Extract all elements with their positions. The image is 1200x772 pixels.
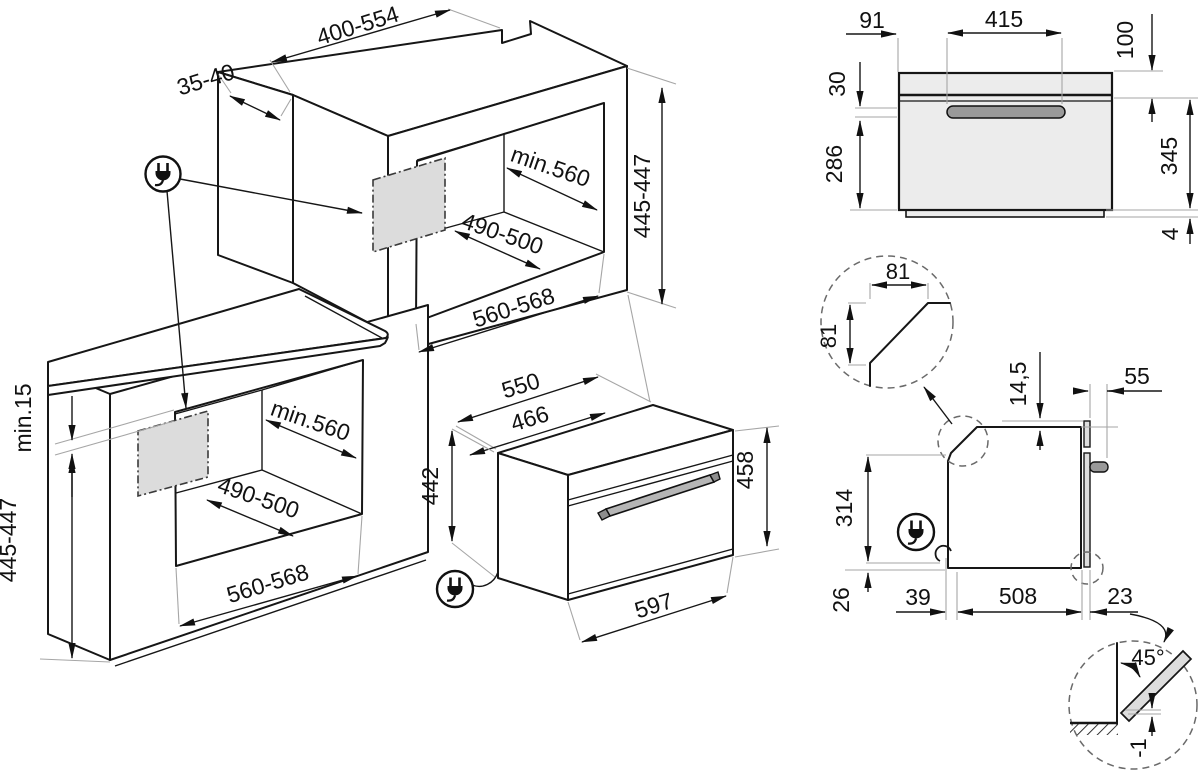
dim-label-upper-height: 445-447: [629, 154, 655, 238]
side-view-door-top: [1083, 420, 1091, 448]
chamfer-callout-circle: [937, 415, 989, 467]
side-view-cable-curl: [934, 544, 952, 562]
back-view-body: [897, 71, 1114, 212]
oven-isometric: [435, 294, 734, 609]
chamfer-detail-leader: [923, 386, 953, 425]
dim-label-oven-body-height: 442: [417, 467, 443, 505]
dim-label-door-drop: -1: [1126, 738, 1151, 758]
dim-label-side-front-gap: 39: [905, 584, 931, 610]
dim-label-lower-height: 445-447: [0, 498, 21, 582]
dim-label-door-gap: 14,5: [1005, 362, 1031, 407]
oven-side-face: [497, 452, 569, 601]
dim-label-back-vent-width: 415: [985, 6, 1023, 32]
power-plug-icon: [896, 512, 936, 552]
chamfer-detail-circle: [820, 255, 954, 389]
power-plug-icon: [144, 155, 182, 193]
side-view-door: [1083, 452, 1091, 568]
oven-back-view: 91 415 100 30 286 345 4: [821, 6, 1198, 244]
dim-label-back-top: 100: [1112, 21, 1138, 59]
dim-label-side-bottom-gap: 26: [828, 587, 854, 613]
dim-label-oven-width: 597: [632, 587, 676, 623]
floor-hatch: [1070, 724, 1118, 735]
dim-label-side-back-height: 314: [831, 489, 857, 528]
door-corner-callout-circle: [1070, 551, 1104, 585]
side-view-handle: [1089, 461, 1109, 473]
dim-label-side-door-depth: 23: [1107, 583, 1133, 609]
upper-electrical-panel: [372, 156, 446, 254]
dim-label-back-right-height: 345: [1156, 137, 1182, 175]
door-detail-leader: [1129, 613, 1174, 643]
countertop-break-line: [304, 295, 383, 339]
dim-label-back-vent-height: 30: [824, 71, 850, 97]
base-cabinet-niche-interior: [174, 359, 364, 515]
oven-dimensions: 550 466 442 458 597: [417, 367, 780, 643]
countertop-front-edge: [47, 335, 389, 396]
oven-side-view: 81 81 14,5 55 314 26 39 508: [816, 255, 1174, 643]
dim-label-back-base: 4: [1157, 227, 1183, 240]
oven-power-cord: [471, 571, 499, 588]
side-view-body: [947, 426, 1082, 569]
base-cabinet: [47, 288, 429, 667]
tall-cabinet: [217, 20, 628, 356]
tall-cabinet-niche-interior: [416, 102, 605, 253]
plug-leader-lower: [166, 190, 189, 409]
dim-label-door-open-angle: 45°: [1131, 645, 1164, 670]
dim-label-oven-front-height: 458: [732, 451, 758, 489]
dim-label-top-width: 400-554: [313, 1, 402, 51]
dim-label-chamfer-width: 81: [886, 259, 910, 284]
dim-label-oven-top-depth: 550: [499, 367, 543, 403]
power-plug-icon: [435, 569, 475, 609]
dim-label-back-lower: 286: [821, 145, 847, 183]
open-door-45deg: [1119, 649, 1193, 723]
tall-cabinet-back-panel: [217, 71, 294, 284]
oven-door-handle: [597, 471, 721, 521]
dim-label-lower-clearance: min.15: [10, 383, 36, 452]
door-angle-detail: 45° -1: [1068, 640, 1198, 770]
door-detail-circle: [1068, 640, 1198, 770]
base-cabinet-side-panel: [47, 367, 111, 661]
dim-label-back-offset: 91: [859, 7, 885, 33]
lower-electrical-panel: [137, 409, 209, 498]
dim-label-chamfer-height: 81: [816, 324, 841, 348]
chamfer-detail-profile: [869, 302, 951, 387]
dim-label-side-depth: 508: [999, 583, 1037, 609]
back-view-vent-slot: [946, 105, 1066, 119]
dim-label-handle-depth: 55: [1124, 363, 1150, 389]
plug-leader-upper: [179, 178, 363, 214]
